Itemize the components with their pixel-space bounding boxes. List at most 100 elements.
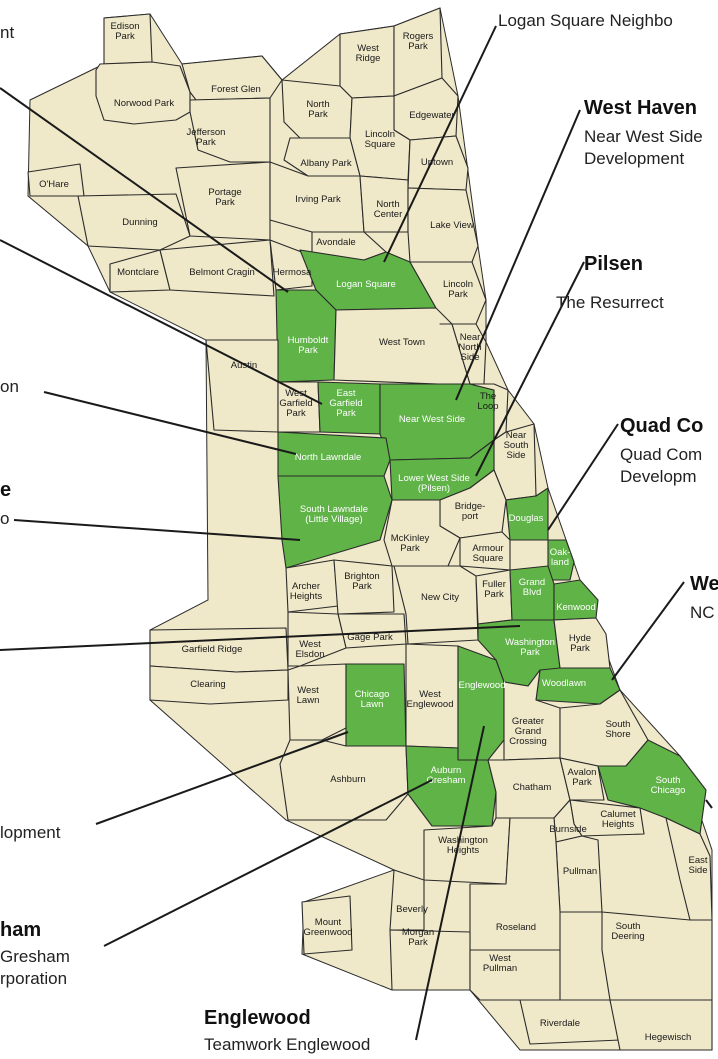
callout-logan-square: Logan Square Neighbo <box>498 11 673 30</box>
leader-line <box>475 261 585 477</box>
neighborhood-label-roseland: Roseland <box>496 922 536 933</box>
neighborhood-mckinley-park <box>383 499 461 567</box>
neighborhood-label-near-west-side: Near West Side <box>399 414 465 425</box>
neighborhood-label-edgewater: Edgewater <box>409 110 454 121</box>
callout-subtitle: lopment <box>0 823 61 842</box>
neighborhood-label-dunning: Dunning <box>122 217 157 228</box>
leader-line <box>0 239 323 405</box>
neighborhood-label-beverly: Beverly <box>396 904 428 915</box>
callout-left-top: nt <box>0 23 14 42</box>
neighborhood-label-clearing: Clearing <box>190 679 225 690</box>
neighborhood-douglas <box>505 487 549 541</box>
neighborhood-dunning <box>77 193 191 251</box>
neighborhood-belmont-cragin <box>159 239 275 297</box>
neighborhood-label-gage-park: Gage Park <box>347 632 393 643</box>
callout-title: Quad Co <box>620 415 703 437</box>
neighborhood-label-new-city: New City <box>421 592 459 603</box>
callout-title: We <box>690 573 718 595</box>
neighborhood-armour-square <box>459 531 511 571</box>
neighborhood-label-douglas: Douglas <box>509 513 544 524</box>
leader-line <box>547 423 619 531</box>
neighborhood-label-englewood: Englewood <box>458 680 505 691</box>
neighborhood-label-uptown: Uptown <box>421 157 453 168</box>
neighborhood-label-oakland: Oak-land <box>550 547 571 568</box>
leader-line <box>43 391 297 455</box>
leader-line <box>0 87 289 293</box>
neighborhood-label-austin: Austin <box>231 360 257 371</box>
neighborhood-norwood-park <box>95 61 191 125</box>
neighborhood-label-chatham: Chatham <box>513 782 552 793</box>
callout-subtitle: nt <box>0 23 14 42</box>
neighborhood-label-woodlawn: Woodlawn <box>542 678 586 689</box>
neighborhood-label-avondale: Avondale <box>316 237 355 248</box>
callout-title: e <box>0 479 11 501</box>
neighborhood-label-ohare: O'Hare <box>39 179 69 190</box>
leader-line <box>103 779 433 947</box>
callout-subtitle: NC <box>690 603 715 622</box>
callout-title: ham <box>0 919 41 941</box>
neighborhood-label-hermosa: Hermosa <box>273 267 312 278</box>
neighborhood-label-west-town: West Town <box>379 337 425 348</box>
leader-line <box>705 799 713 809</box>
leader-line-layer <box>0 25 713 1041</box>
neighborhood-label-kenwood: Kenwood <box>556 602 596 613</box>
neighborhood-south-lawndale <box>277 475 393 569</box>
callout-title: Pilsen <box>584 253 643 275</box>
neighborhood-label-lower-west-side: Lower West Side(Pilsen) <box>398 473 470 494</box>
neighborhood-austin <box>205 339 279 433</box>
callout-subtitle: o <box>0 509 9 528</box>
neighborhood-label-riverdale: Riverdale <box>540 1018 580 1029</box>
leader-line <box>0 625 521 651</box>
neighborhood-label-albany-park: Albany Park <box>300 158 351 169</box>
neighborhood-layer <box>27 7 713 1051</box>
callout-subtitle: on <box>0 377 19 396</box>
neighborhood-label-garfield-ridge: Garfield Ridge <box>182 644 243 655</box>
callout-subtitle: Logan Square Neighbo <box>498 11 673 30</box>
neighborhood-west-pullman <box>469 949 561 1001</box>
neighborhood-label-irving-park: Irving Park <box>295 194 341 205</box>
neighborhood-avalon-park <box>559 757 605 801</box>
neighborhood-mount-greenwood <box>301 895 353 955</box>
leader-line <box>455 109 581 401</box>
neighborhood-label-bridgeport: Bridge-port <box>455 501 486 522</box>
